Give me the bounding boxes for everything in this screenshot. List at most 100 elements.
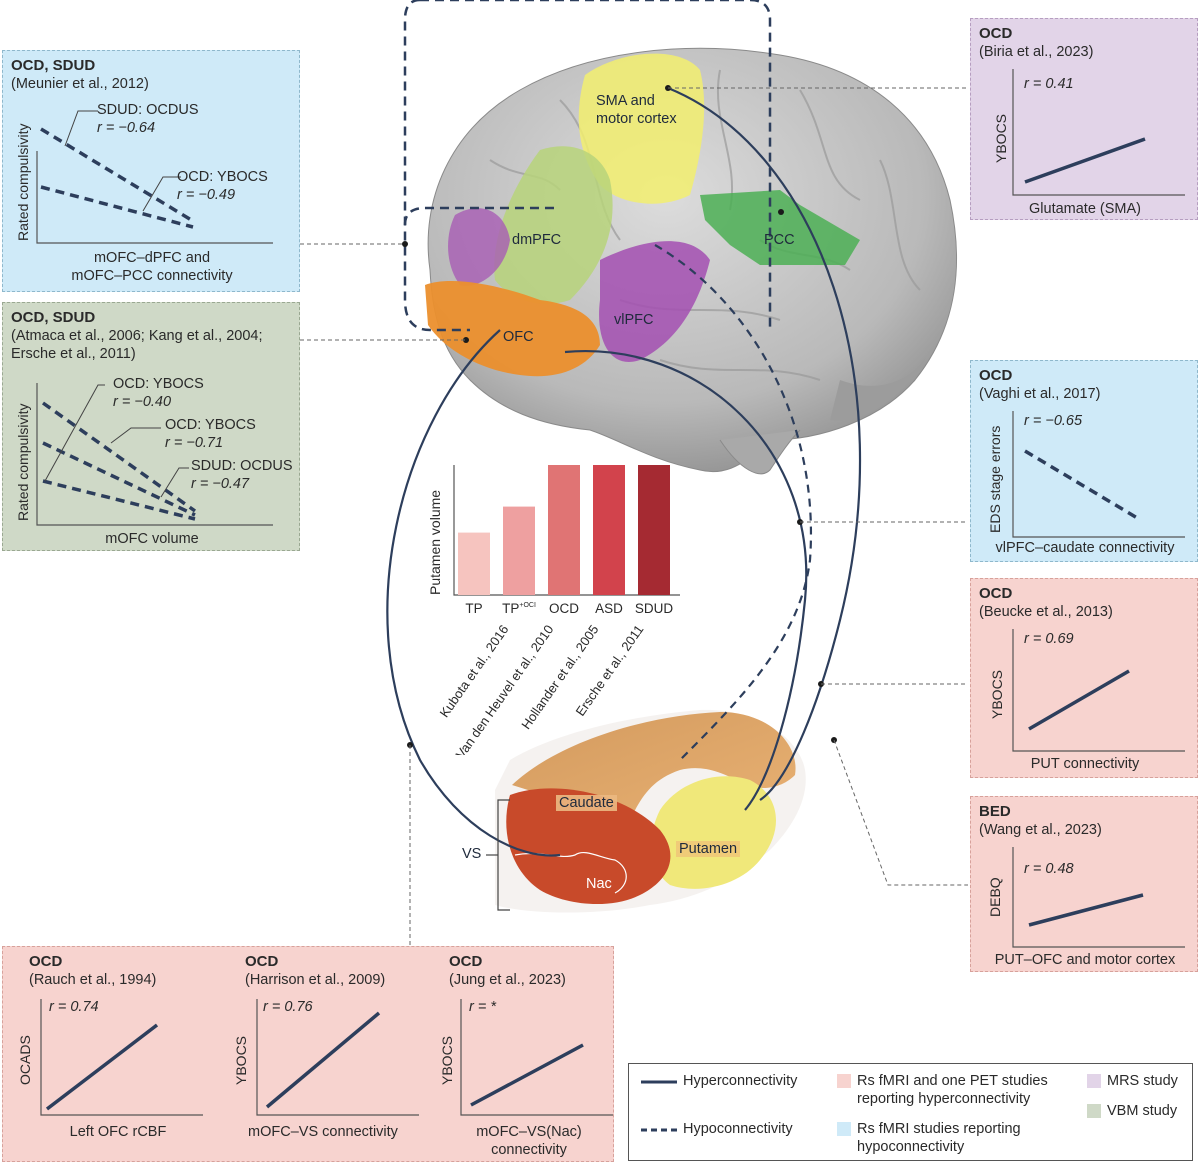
x-axis-label-line1: mOFC–VS(Nac) <box>476 1124 582 1140</box>
striatum-illustration <box>495 709 806 913</box>
panel-title: OCD <box>979 25 1013 42</box>
x-axis-label-line1: mOFC–dPFC and <box>93 250 211 266</box>
panel-citation: (Beucke et al., 2013) <box>979 604 1113 620</box>
leader-lines <box>300 87 968 946</box>
legend: Hyperconnectivity Hypoconnectivity Rs fM… <box>628 1063 1193 1161</box>
mini-plot <box>36 383 273 526</box>
x-axis-label-line2: mOFC–PCC connectivity <box>71 268 233 284</box>
panel-citation: (Harrison et al., 2009) <box>245 972 386 988</box>
panel-citation: (Wang et al., 2023) <box>979 822 1102 838</box>
annotation-3: SDUD: OCDUS r = −0.47 <box>191 457 293 493</box>
panel-citation: (Meunier et al., 2012) <box>11 76 149 92</box>
panel-title: OCD <box>449 953 483 970</box>
label-vlpfc: vlPFC <box>614 312 654 328</box>
label-ofc: OFC <box>503 329 534 345</box>
panel-citation: (Biria et al., 2023) <box>979 44 1094 60</box>
annotation-2: OCD: YBOCS r = −0.71 <box>165 416 256 452</box>
r-value: r = * <box>469 999 496 1015</box>
r-value: r = 0.48 <box>1024 861 1074 877</box>
r-value: r = 0.74 <box>49 999 99 1015</box>
bar-asd <box>593 465 625 595</box>
x-axis-label: vlPFC–caudate connectivity <box>995 540 1175 556</box>
x-axis-label: Left OFC rCBF <box>69 1124 167 1140</box>
y-axis-label: YBOCS <box>439 1035 455 1085</box>
label-caudate: Caudate <box>556 795 617 811</box>
mini-plot <box>1012 411 1185 538</box>
annotation-r: r = −0.47 <box>191 476 250 492</box>
citation-line2: Ersche et al., 2011) <box>11 346 136 362</box>
mini-plot <box>36 110 273 244</box>
mini-plot <box>1012 847 1185 948</box>
panel-citation: (Rauch et al., 1994) <box>29 972 157 988</box>
panel-atmaca: OCD, SDUD (Atmaca et al., 2006; Kang et … <box>2 302 300 551</box>
bar-tick-label: TP <box>465 601 482 616</box>
annotation-name: SDUD: OCDUS <box>97 102 199 118</box>
r-value: r = 0.69 <box>1024 631 1074 647</box>
panel-title: OCD <box>979 367 1013 384</box>
legend-blue-line1: Rs fMRI studies reporting <box>857 1121 1021 1137</box>
y-axis-label: YBOCS <box>989 669 1005 719</box>
legend-hyper: Hyperconnectivity <box>683 1073 798 1089</box>
mini-plot <box>1012 69 1185 196</box>
legend-pink: Rs fMRI and one PET studies reporting hy… <box>857 1072 1048 1108</box>
annotation-r: r = −0.40 <box>113 394 172 410</box>
x-axis-label: mOFC–VS(Nac) connectivity <box>459 1123 599 1159</box>
legend-lines <box>641 1080 677 1132</box>
y-axis-label: YBOCS <box>233 1035 249 1085</box>
panel-bottom: OCD (Rauch et al., 1994) r = 0.74 OCADS … <box>2 946 614 1162</box>
mini-plot <box>1012 629 1185 752</box>
panel-title: OCD <box>245 953 279 970</box>
panel-citation: (Atmaca et al., 2006; Kang et al., 2004;… <box>11 327 263 363</box>
bar-tick-label: OCD <box>549 601 579 616</box>
annotation-ocd: OCD: YBOCS r = −0.49 <box>177 168 268 204</box>
x-axis-label: mOFC–VS connectivity <box>248 1124 398 1140</box>
bar-tick-label: TP+OCI <box>502 601 536 616</box>
legend-hypo: Hypoconnectivity <box>683 1121 793 1137</box>
label-sma-line2: motor cortex <box>596 111 677 127</box>
label-dmpfc: dmPFC <box>512 232 562 248</box>
panel-biria: OCD (Biria et al., 2023) r = 0.41 YBOCS … <box>970 18 1198 220</box>
label-sma-line1: SMA and <box>596 93 655 109</box>
bar-tp-oci <box>503 506 535 595</box>
legend-pink-line2: reporting hyperconnectivity <box>857 1091 1031 1107</box>
brain-illustration <box>425 47 958 475</box>
panel-meunier: OCD, SDUD (Meunier et al., 2012) Rated c… <box>2 50 300 292</box>
panel-title: OCD, SDUD <box>11 309 96 326</box>
r-value: r = 0.76 <box>263 999 313 1015</box>
annotation-r: r = −0.64 <box>97 120 156 136</box>
x-axis-label: Glutamate (SMA) <box>1029 201 1141 217</box>
r-value: r = −0.65 <box>1024 413 1083 429</box>
annotation-name: OCD: YBOCS <box>165 417 256 433</box>
label-pcc: PCC <box>764 232 795 248</box>
y-axis-label: YBOCS <box>993 113 1009 163</box>
x-axis-label-line2: connectivity <box>491 1142 567 1158</box>
legend-mrs: MRS study <box>1107 1073 1178 1089</box>
label-sma: SMA and motor cortex <box>596 92 677 128</box>
label-putamen: Putamen <box>676 841 741 857</box>
r-value: r = 0.41 <box>1024 76 1074 92</box>
annotation-1: OCD: YBOCS r = −0.40 <box>113 375 204 411</box>
annotation-r: r = −0.71 <box>165 435 224 451</box>
bar-tick-label: SDUD <box>635 601 674 616</box>
mini-plots <box>40 999 613 1116</box>
panel-title: OCD <box>29 953 63 970</box>
bar-tick-label: ASD <box>595 601 623 616</box>
legend-blue: Rs fMRI studies reporting hypoconnectivi… <box>857 1120 1021 1156</box>
annotation-name: OCD: YBOCS <box>113 376 204 392</box>
y-axis-label: Rated compulsivity <box>15 403 31 522</box>
panel-beucke: OCD (Beucke et al., 2013) r = 0.69 YBOCS… <box>970 578 1198 778</box>
connection-arcs <box>386 86 862 857</box>
y-axis-label: Rated compulsivity <box>15 123 31 242</box>
legend-blue-swatch <box>837 1122 851 1136</box>
annotation-name: SDUD: OCDUS <box>191 458 293 474</box>
panel-title: BED <box>979 803 1011 820</box>
y-axis-label: DEBQ <box>987 877 1003 917</box>
bar-ocd <box>548 465 580 595</box>
x-axis-label: PUT connectivity <box>1030 756 1140 772</box>
bar-sdud <box>638 465 670 595</box>
x-axis-label: mOFC–dPFC and mOFC–PCC connectivity <box>3 249 301 285</box>
x-axis-label: PUT–OFC and motor cortex <box>994 952 1176 968</box>
label-vs: VS <box>462 846 482 862</box>
